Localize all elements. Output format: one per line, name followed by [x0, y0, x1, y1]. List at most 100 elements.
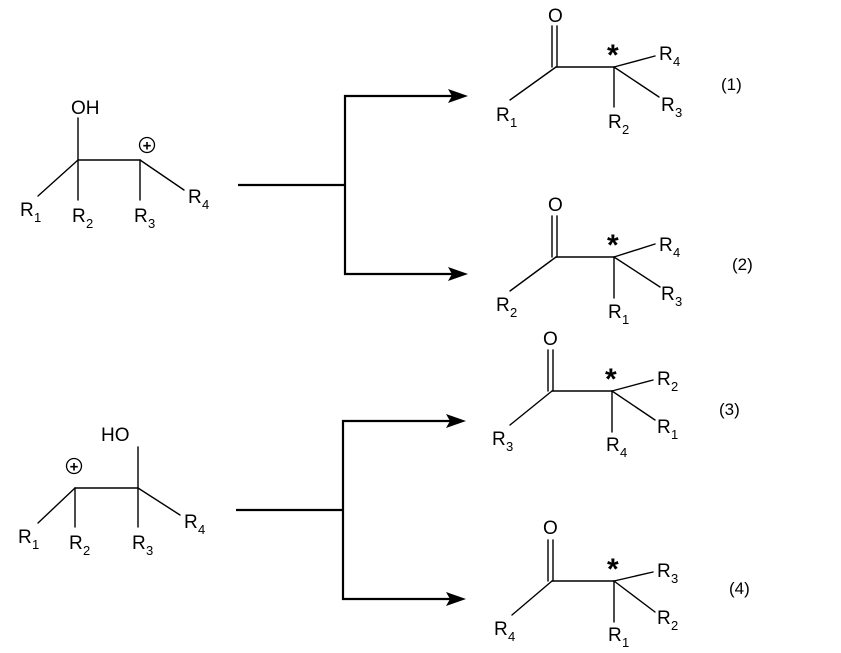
svg-text:2: 2: [510, 305, 517, 320]
svg-text:1: 1: [622, 635, 629, 650]
arrowhead-to-product-3: [446, 414, 466, 428]
svg-text:2: 2: [622, 122, 629, 137]
svg-text:3: 3: [671, 571, 678, 586]
stereocenter-mark: *: [607, 229, 619, 262]
svg-text:1: 1: [32, 537, 39, 552]
svg-text:+: +: [143, 138, 152, 155]
svg-text:2: 2: [671, 379, 678, 394]
product-number-3: (3): [719, 400, 740, 419]
bond-c2-r4: [139, 159, 185, 191]
carbonyl-oxygen: O: [548, 6, 563, 27]
svg-text:R: R: [657, 369, 671, 390]
svg-text:R: R: [69, 533, 83, 554]
svg-text:R: R: [661, 95, 675, 116]
svg-text:R: R: [657, 608, 671, 629]
svg-text:R: R: [606, 435, 620, 456]
svg-text:R: R: [134, 206, 148, 227]
branch-arrow-top: [238, 89, 468, 281]
product-number-4: (4): [729, 579, 750, 598]
svg-text:+: +: [70, 459, 79, 476]
svg-text:R: R: [657, 417, 671, 438]
svg-text:R: R: [657, 561, 671, 582]
svg-text:R: R: [608, 625, 622, 646]
svg-text:4: 4: [673, 54, 680, 69]
svg-text:1: 1: [622, 312, 629, 327]
svg-text:R: R: [608, 112, 622, 133]
hydroxyl-label: HO: [101, 425, 130, 446]
arrowhead-to-product-2: [448, 267, 468, 281]
bond-c1-r1: [37, 487, 76, 524]
svg-text:R: R: [492, 429, 506, 450]
arrowhead-to-product-1: [448, 89, 468, 103]
stereocenter-mark: *: [607, 553, 619, 586]
hydroxyl-label: OH: [71, 98, 100, 119]
svg-text:2: 2: [83, 543, 90, 558]
carbonyl-oxygen: O: [543, 329, 558, 350]
svg-text:1: 1: [671, 427, 678, 442]
carbocation-charge: +: [138, 136, 156, 155]
carbonyl-oxygen: O: [543, 518, 558, 539]
svg-text:R: R: [659, 235, 673, 256]
svg-text:R: R: [496, 105, 510, 126]
bond-c2-r4: [137, 487, 181, 516]
svg-text:4: 4: [620, 445, 627, 460]
svg-text:4: 4: [198, 522, 205, 537]
svg-text:R: R: [608, 302, 622, 323]
svg-text:R: R: [20, 200, 34, 221]
arrowhead-to-product-4: [446, 592, 466, 606]
svg-text:3: 3: [506, 439, 513, 454]
svg-text:3: 3: [675, 294, 682, 309]
svg-text:4: 4: [202, 197, 209, 212]
svg-text:R: R: [661, 284, 675, 305]
svg-text:1: 1: [34, 210, 41, 225]
svg-text:R: R: [72, 206, 86, 227]
svg-text:R: R: [18, 527, 32, 548]
svg-text:4: 4: [673, 245, 680, 260]
svg-text:3: 3: [675, 105, 682, 120]
svg-text:3: 3: [146, 543, 153, 558]
svg-text:R: R: [132, 533, 146, 554]
svg-text:2: 2: [86, 216, 93, 231]
svg-text:R: R: [184, 512, 198, 533]
carbonyl-oxygen: O: [548, 195, 563, 216]
svg-text:2: 2: [671, 618, 678, 633]
product-number-1: (1): [721, 75, 742, 94]
svg-text:3: 3: [148, 216, 155, 231]
stereocenter-mark: *: [605, 363, 617, 396]
product-number-2: (2): [732, 255, 753, 274]
svg-text:R: R: [496, 295, 510, 316]
svg-text:1: 1: [510, 115, 517, 130]
svg-text:4: 4: [508, 629, 515, 644]
branch-arrow-bottom: [236, 414, 466, 606]
svg-text:R: R: [494, 619, 508, 640]
